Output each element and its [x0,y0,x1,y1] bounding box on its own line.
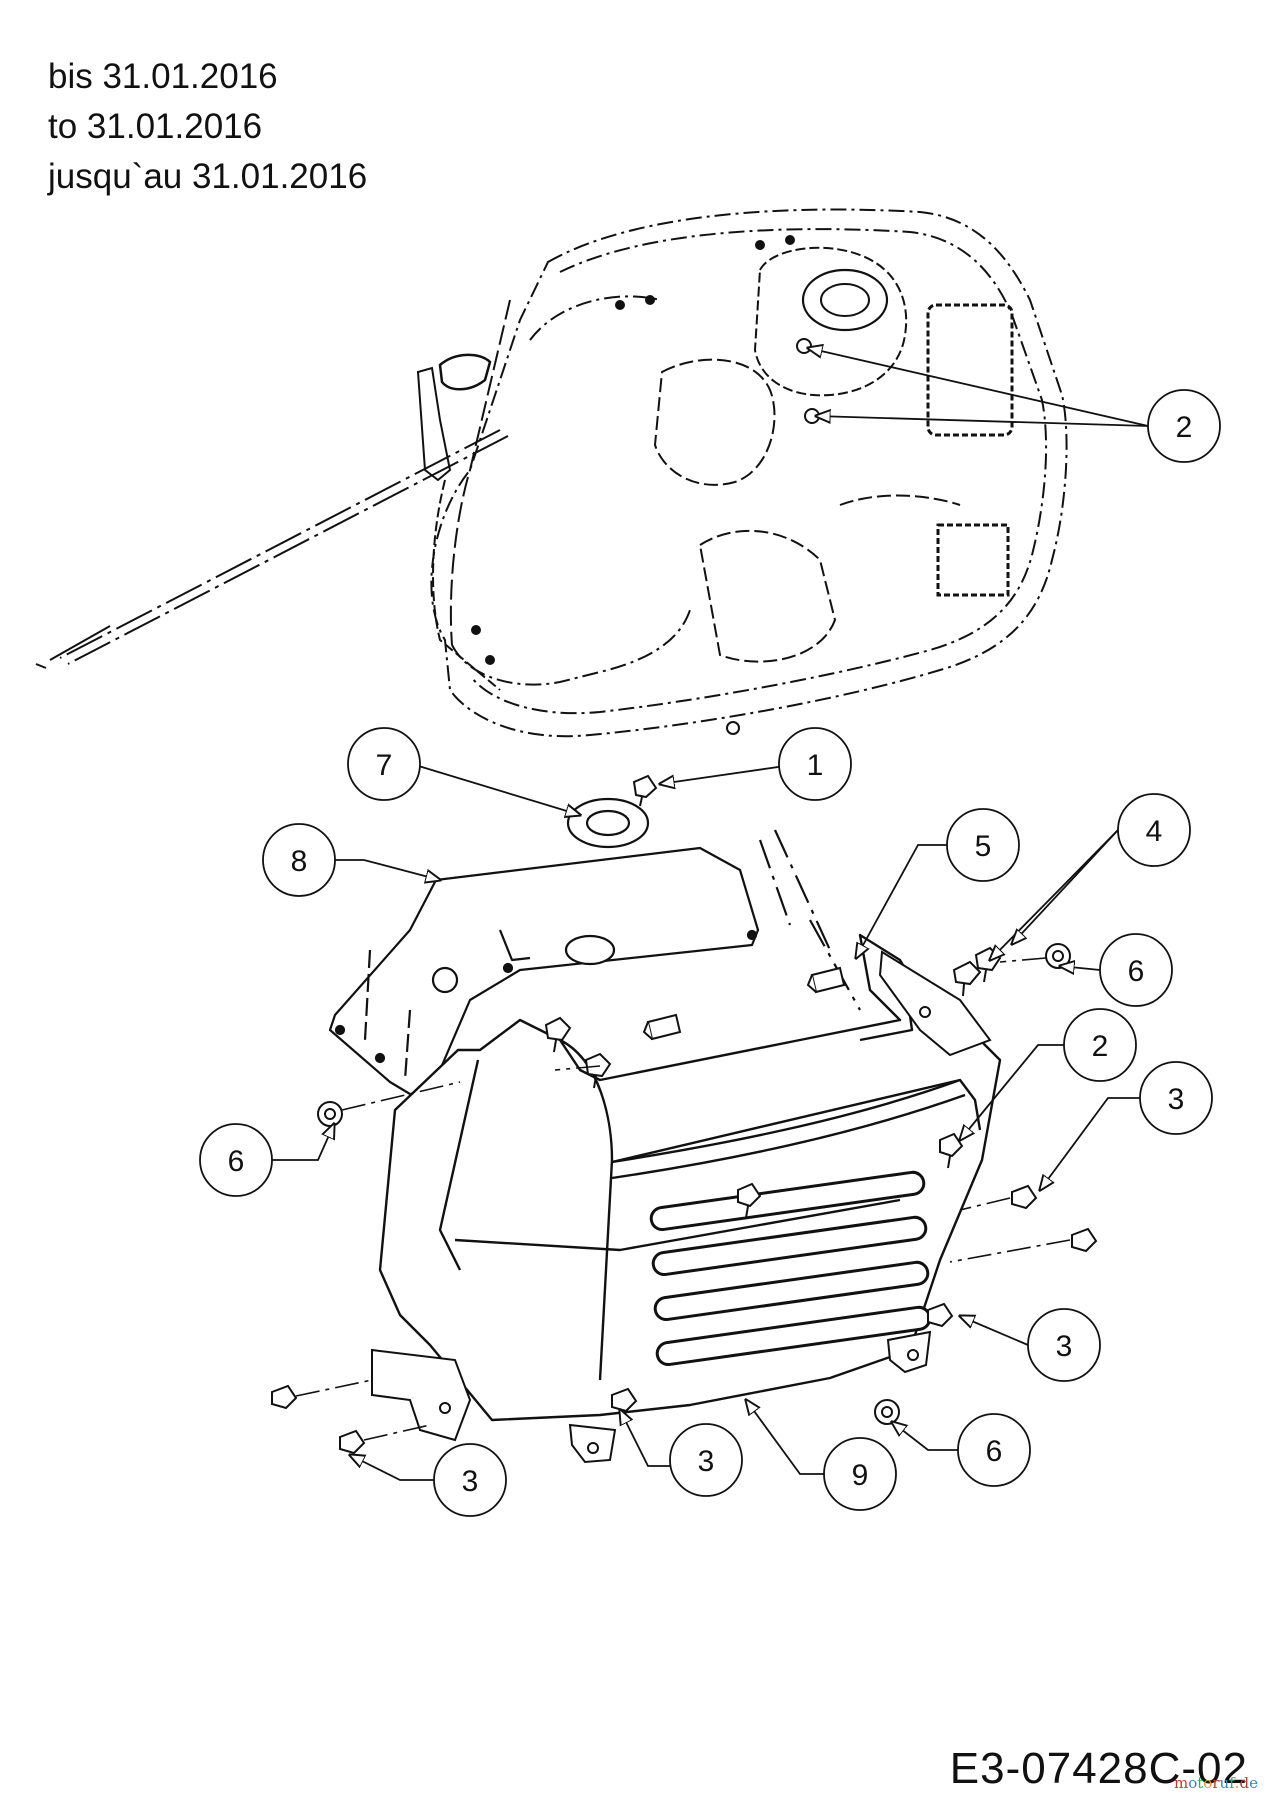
screw-part-3 [1071,1227,1098,1253]
nut-part-6 [1045,943,1071,969]
front-cover-part-9 [378,933,1002,1422]
screw-part-4 [952,960,982,997]
grommet-part-7 [566,797,650,849]
svg-text:3: 3 [1056,1330,1073,1363]
screw-part-1 [632,774,658,807]
svg-text:2: 2 [1092,1030,1109,1063]
svg-text:8: 8 [291,845,308,878]
callout-3-left: 3 [433,1443,507,1517]
callout-4: 4 [1117,793,1191,867]
screw-part-4 [544,1016,572,1053]
screw-part-3 [1011,1184,1038,1210]
svg-text:6: 6 [986,1435,1003,1468]
screw-part-4 [584,1052,612,1089]
screw-part-3 [927,1302,954,1328]
nut-part-6 [317,1101,343,1127]
leader-lines [270,348,1149,1481]
callout-8: 8 [262,823,336,897]
mounting-tabs [371,950,992,1464]
seat-adjust-lever [35,353,509,669]
date-line-en: to 31.01.2016 [48,107,263,146]
callout-1: 1 [778,727,852,801]
callout-7: 7 [347,727,421,801]
callout-6-right: 6 [1099,933,1173,1007]
watermark-text: motoruf.de [1173,1774,1258,1792]
callout-3-right-top: 3 [1139,1061,1213,1135]
fasteners [271,943,1098,1455]
grille-slots [649,1170,932,1367]
callout-6-bottom: 6 [957,1413,1031,1487]
screw-part-3 [271,1384,298,1410]
callout-2-bottom: 2 [1063,1008,1137,1082]
screw-part-3 [339,1429,366,1455]
bolt-part-5 [806,966,846,994]
date-note: bis 31.01.2016 to 31.01.2016 jusqu`au 31… [48,52,367,202]
nut-part-6 [874,1399,900,1425]
screw-part-2 [737,1182,762,1219]
svg-text:2: 2 [1176,411,1193,444]
svg-text:6: 6 [228,1145,245,1178]
watermark-logo: motoruf.de [1174,1774,1258,1792]
svg-text:5: 5 [975,830,992,863]
svg-text:3: 3 [698,1445,715,1478]
dash-panel-part-8 [328,829,861,1102]
svg-text:1: 1 [807,749,824,782]
drawing-code: E3-07428C-02 [949,1744,1248,1793]
svg-text:4: 4 [1146,815,1163,848]
callout-9: 9 [823,1437,897,1511]
screw-part-3 [611,1387,638,1413]
svg-text:9: 9 [852,1459,869,1492]
callout-3-center: 3 [669,1423,743,1497]
svg-text:7: 7 [376,749,393,782]
svg-text:3: 3 [462,1465,479,1498]
date-line-de: bis 31.01.2016 [48,57,278,96]
callout-2-top: 2 [1147,389,1221,463]
callout-5: 5 [946,808,1020,882]
date-line-fr: jusqu`au 31.01.2016 [48,157,368,196]
fender-housing [430,208,1068,738]
callout-6-left: 6 [199,1123,273,1197]
screw-part-2 [939,1132,964,1169]
callouts: 2 1 7 8 5 4 6 2 3 6 3 6 3 9 3 [199,389,1221,1517]
svg-text:6: 6 [1128,955,1145,988]
svg-text:3: 3 [1168,1083,1185,1116]
installation-axes [295,957,1071,1441]
callout-3-right-bottom: 3 [1027,1308,1101,1382]
bolt-part-5 [642,1013,682,1041]
